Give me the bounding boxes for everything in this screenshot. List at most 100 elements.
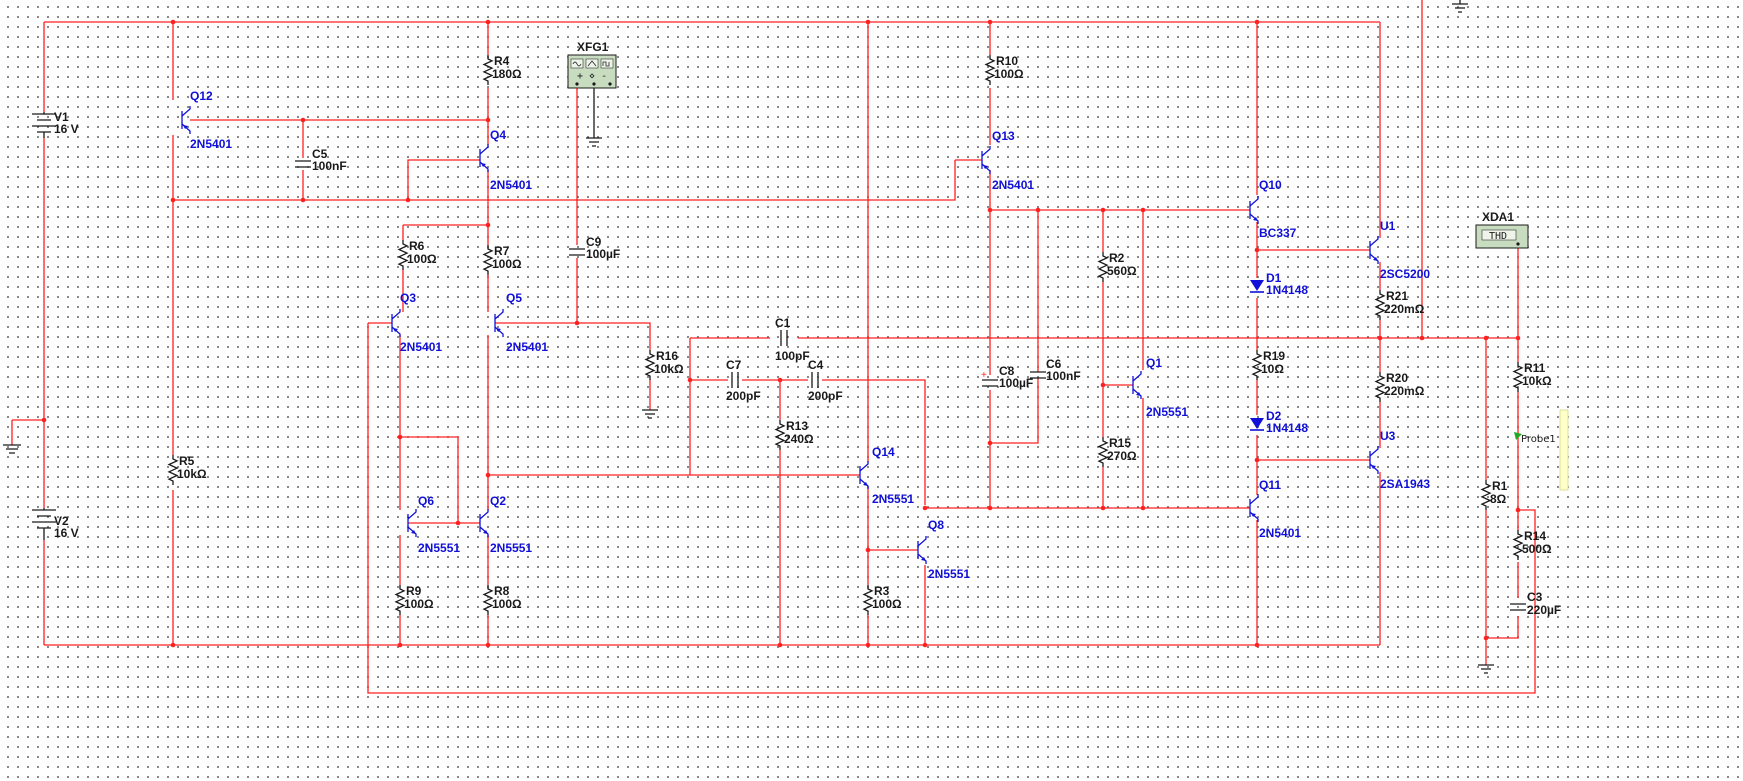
component-ref: R3	[874, 584, 890, 598]
component-ref: R4	[494, 54, 510, 68]
component-value: 100Ω	[994, 67, 1024, 81]
source-v1[interactable]: V1 16 V	[32, 110, 79, 138]
instrument-ref: XFG1	[577, 40, 609, 54]
component-ref: C3	[1527, 590, 1543, 604]
component-ref: Q14	[872, 445, 895, 459]
component-value: 180Ω	[492, 67, 522, 81]
component-ref: Q8	[928, 518, 944, 532]
instrument-ref: XDA1	[1482, 210, 1514, 224]
transistor-q5[interactable]: Q5 2N5401	[494, 291, 548, 354]
component-ref: R6	[409, 239, 425, 253]
distortion-analyzer-xda1[interactable]: THD XDA1	[1475, 210, 1529, 249]
component-value: 100Ω	[492, 257, 522, 271]
component-value: 100Ω	[407, 252, 437, 266]
function-generator-xfg1[interactable]: + ⋄ - XFG1	[567, 40, 617, 125]
probe-icon	[1514, 432, 1522, 440]
component-value: 100µF	[999, 376, 1033, 390]
component-value: 1N4148	[1266, 283, 1308, 297]
component-value: 200pF	[726, 389, 761, 403]
component-value: 100Ω	[404, 597, 434, 611]
component-value: 2N5401	[490, 178, 532, 192]
component-value: 220µF	[1527, 603, 1561, 617]
component-ref: Q5	[506, 291, 522, 305]
component-value: 2N5401	[400, 340, 442, 354]
component-ref: R5	[179, 454, 195, 468]
component-value: 500Ω	[1522, 542, 1552, 556]
transistor-q13[interactable]: Q13 2N5401	[981, 129, 1034, 192]
component-ref: C6	[1046, 357, 1062, 371]
transistor-q6[interactable]: Q6 2N5551	[407, 494, 460, 555]
component-value: 220mΩ	[1384, 384, 1425, 398]
component-value: 8Ω	[1490, 492, 1507, 506]
component-ref: R7	[494, 244, 510, 258]
component-ref: Q12	[190, 89, 213, 103]
component-value: 2N5401	[1259, 526, 1301, 540]
square-icon	[602, 61, 610, 67]
component-value: 2SC5200	[1380, 267, 1430, 281]
component-ref: V1	[54, 110, 69, 124]
component-ref: C8	[999, 364, 1015, 378]
component-ref: Q6	[418, 494, 434, 508]
voltage-probe-1[interactable]: Probe1	[1514, 409, 1569, 491]
component-ref: Q13	[992, 129, 1015, 143]
source-v2[interactable]: V2 16 V	[32, 508, 79, 540]
component-value: 2N5401	[992, 178, 1034, 192]
component-value: 16 V	[54, 122, 79, 136]
wires	[11, 0, 1536, 694]
component-ref: R8	[494, 584, 510, 598]
component-value: 2N5551	[418, 541, 460, 555]
component-ref: C1	[775, 316, 791, 330]
probe-label: Probe1	[1521, 434, 1556, 445]
component-value: 2N5401	[506, 340, 548, 354]
component-ref: R21	[1386, 289, 1408, 303]
component-ref: R20	[1386, 371, 1408, 385]
component-value: 200pF	[808, 389, 843, 403]
component-value: 100µF	[586, 247, 620, 261]
component-value: 1N4148	[1266, 421, 1308, 435]
ground-icon	[1478, 664, 1494, 674]
component-ref: R19	[1263, 349, 1285, 363]
component-value: 100nF	[312, 159, 347, 173]
